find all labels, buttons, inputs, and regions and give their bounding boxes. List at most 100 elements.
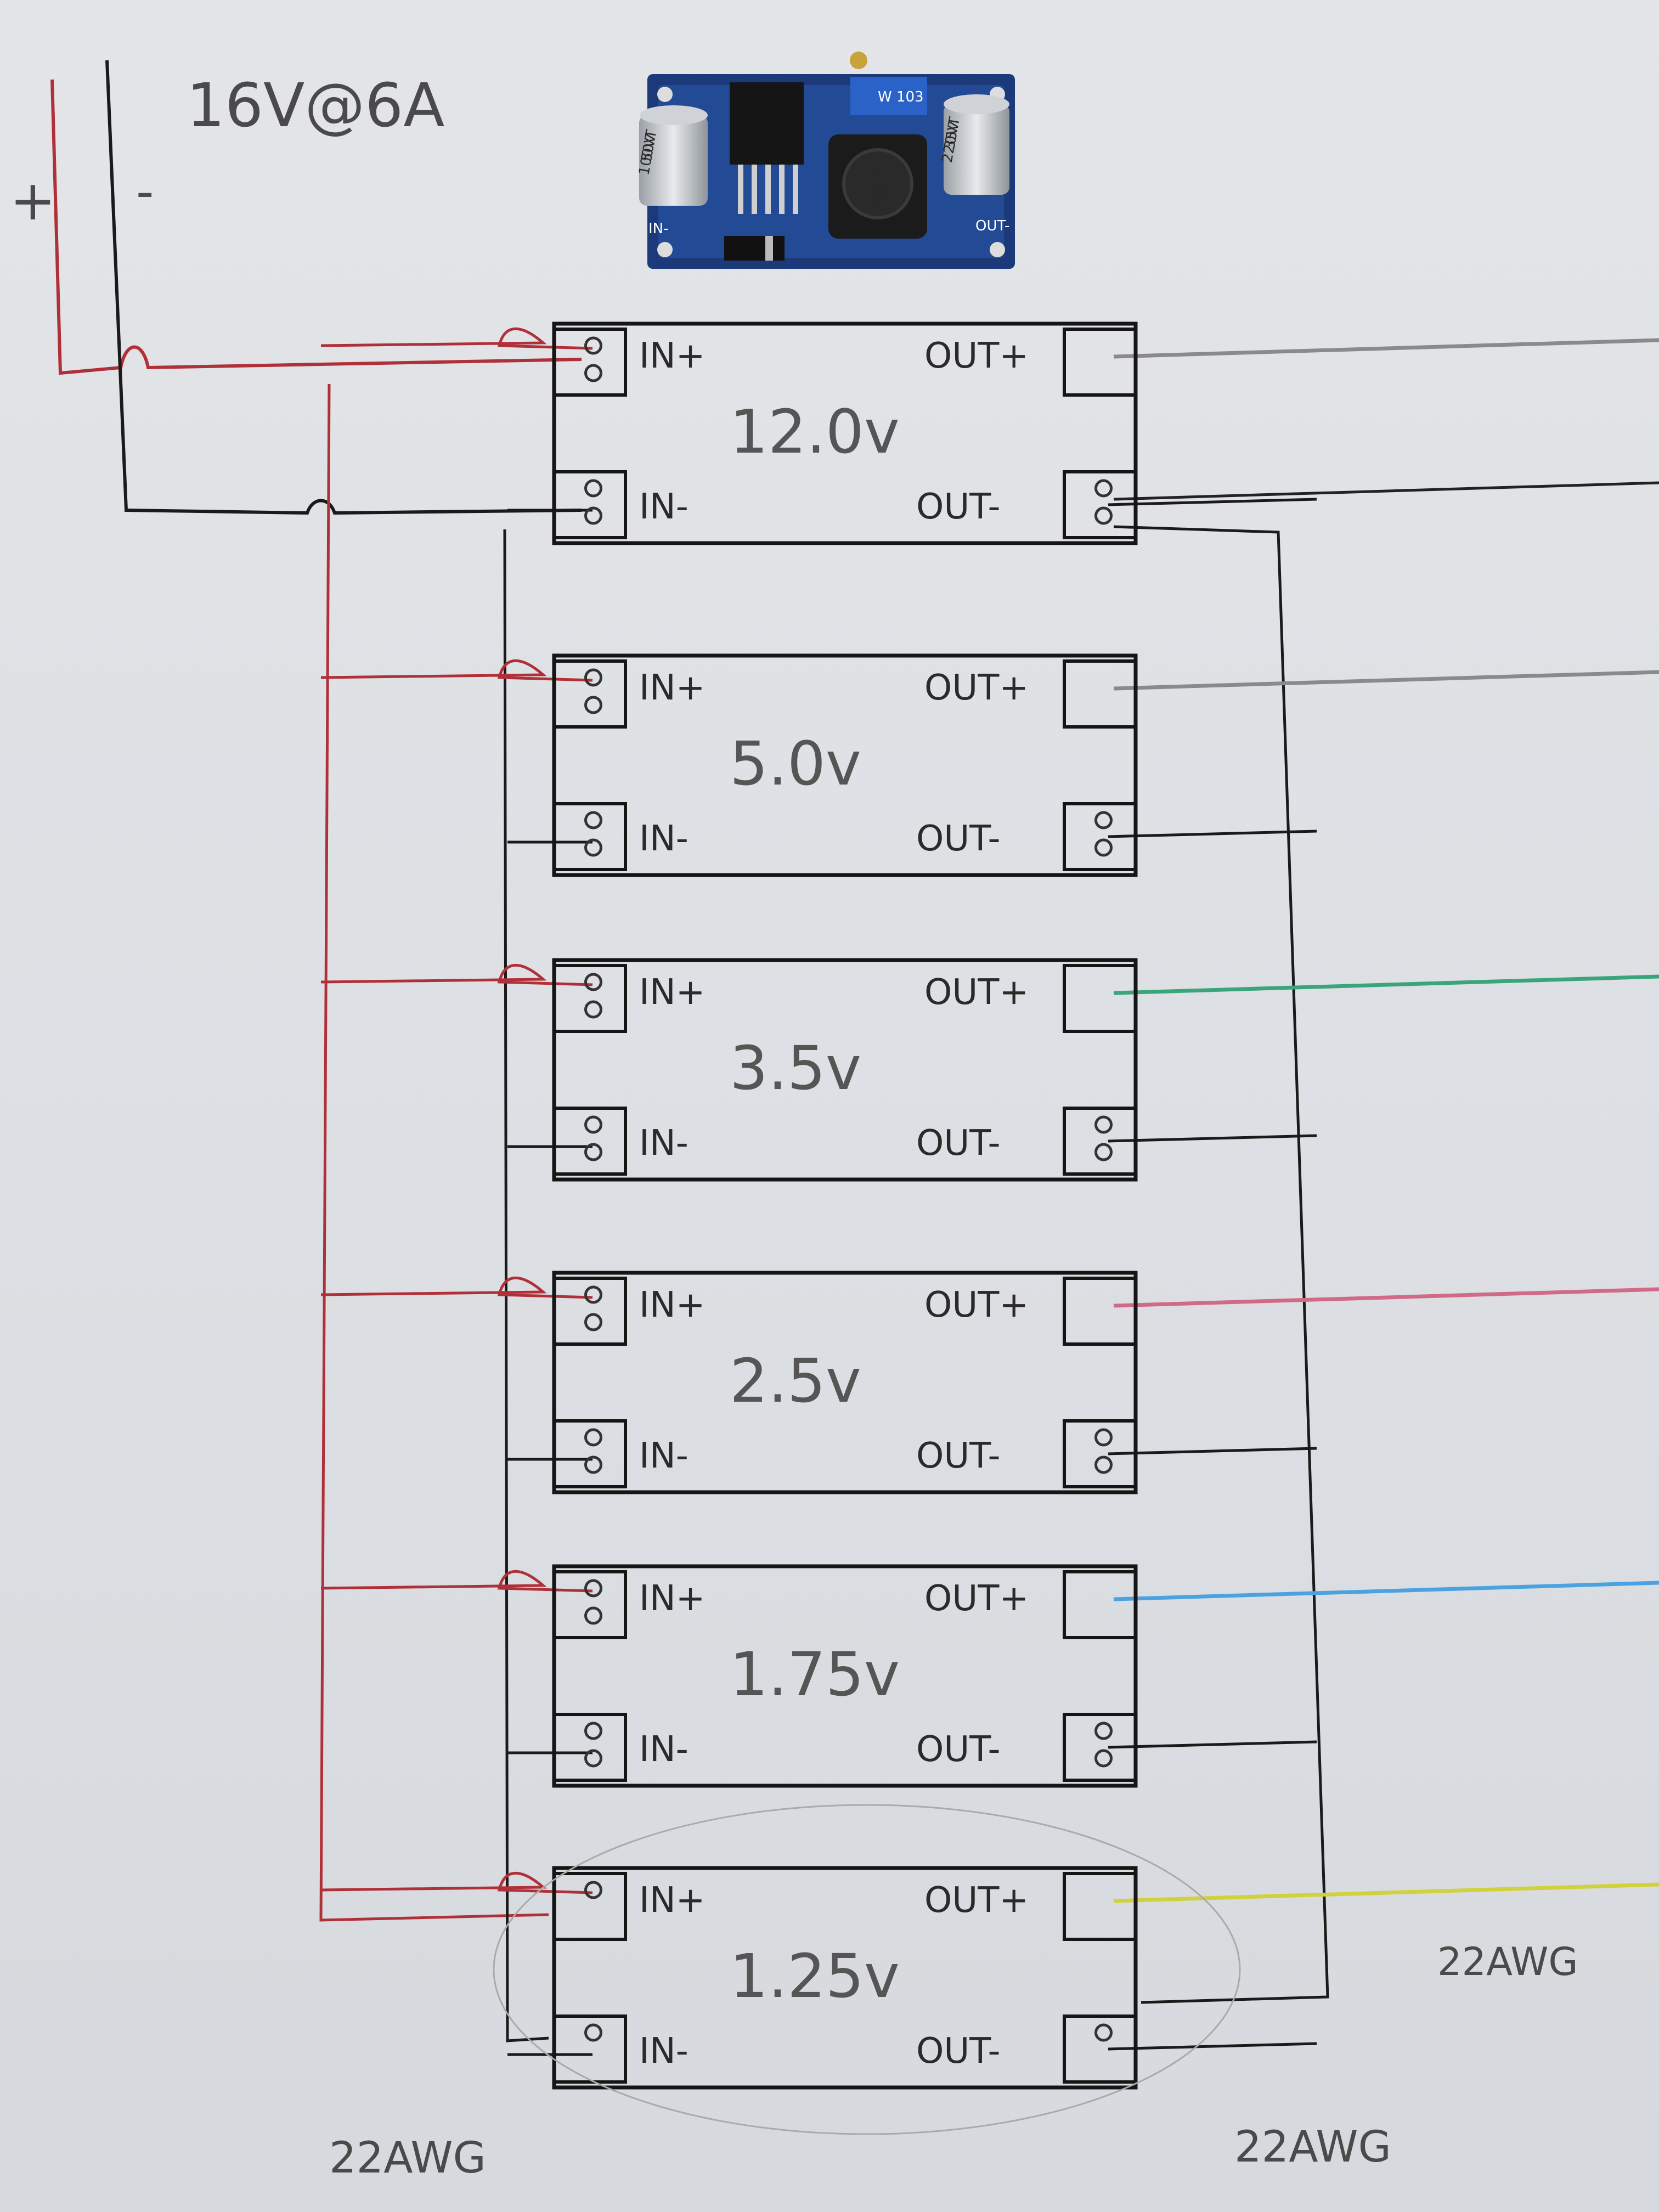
screw-hole	[584, 668, 602, 687]
in-minus-terminal	[552, 2015, 627, 2084]
pcb-out-minus: OUT-	[975, 218, 1009, 234]
out-minus-wire	[1108, 1134, 1317, 1143]
converter-module: IN+IN-OUT+OUT-2.5v	[552, 1271, 1138, 1494]
screw-hole	[584, 973, 602, 991]
out-minus-label: OUT-	[916, 1436, 1001, 1476]
converter-module: IN+IN-OUT+OUT-5.0v	[552, 653, 1138, 877]
module-outline	[552, 1866, 1138, 2090]
in-plus-terminal	[552, 1872, 627, 1941]
out-plus-terminal	[1063, 964, 1137, 1033]
screw-hole	[584, 1606, 602, 1625]
screw-hole	[1094, 1749, 1113, 1768]
screw-hole	[1094, 838, 1113, 857]
ground-output-wire	[1113, 481, 1659, 501]
positive-feed-wire	[320, 327, 593, 350]
screw-hole	[1094, 1115, 1113, 1134]
screw-hole	[1094, 479, 1113, 498]
screw-hole	[584, 1749, 602, 1768]
in-plus-terminal	[552, 1570, 627, 1639]
screw-hole	[1094, 1722, 1113, 1740]
buck-converter-pcb: 100 50V VT W 103 470 220 35V VT IN- OUT-	[636, 52, 1015, 269]
module-voltage: 12.0v	[730, 397, 900, 467]
screw-hole	[584, 1313, 602, 1331]
screw-hole	[584, 364, 602, 382]
in-plus-terminal	[552, 659, 627, 729]
in-minus-terminal	[552, 1419, 627, 1488]
module-outline	[552, 653, 1138, 877]
out-minus-wire	[1108, 830, 1317, 838]
output-wire	[1113, 1581, 1659, 1601]
module-voltage: 5.0v	[730, 729, 861, 799]
pencil-circle	[493, 1804, 1241, 2135]
module-outline	[552, 321, 1138, 545]
screw-hole	[584, 1428, 602, 1447]
in-minus-label: IN-	[639, 819, 689, 859]
screw-hole	[1094, 506, 1113, 525]
in-minus-terminal	[552, 1713, 627, 1782]
screw-hole	[584, 1881, 602, 1899]
screw-hole	[584, 1115, 602, 1134]
in-plus-terminal	[552, 964, 627, 1033]
out-plus-terminal	[1063, 1570, 1137, 1639]
screw-hole	[584, 506, 602, 525]
positive-feed-wire	[320, 1276, 593, 1299]
module-voltage: 3.5v	[730, 1033, 861, 1103]
screw-hole	[1094, 1143, 1113, 1161]
out-plus-label: OUT+	[924, 668, 1029, 708]
screw-hole	[584, 1455, 602, 1474]
converter-module: IN+IN-OUT+OUT-1.75v	[552, 1564, 1138, 1788]
in-minus-label: IN-	[639, 1123, 689, 1164]
out-minus-terminal	[1063, 802, 1137, 871]
out-plus-label: OUT+	[924, 972, 1029, 1013]
out-plus-label: OUT+	[924, 336, 1029, 376]
module-voltage: 2.5v	[730, 1346, 861, 1416]
cap-right-series: VT	[944, 116, 963, 137]
out-plus-terminal	[1063, 328, 1137, 397]
in-minus-terminal	[552, 1107, 627, 1176]
out-plus-label: OUT+	[924, 1578, 1029, 1619]
out-plus-label: OUT+	[924, 1285, 1029, 1325]
out-minus-terminal	[1063, 1107, 1137, 1176]
out-minus-label: OUT-	[916, 1729, 1001, 1770]
in-minus-terminal	[552, 470, 627, 539]
in-minus-label: IN-	[639, 487, 689, 527]
screw-hole	[584, 336, 602, 355]
in-plus-label: IN+	[639, 336, 705, 376]
minus-sign: -	[136, 163, 154, 221]
screw-hole	[584, 838, 602, 857]
pcb-in-minus: IN-	[648, 221, 669, 237]
output-wire	[1113, 974, 1659, 995]
converter-module: IN+IN-OUT+OUT-1.25v	[552, 1866, 1138, 2090]
out-minus-wire	[1108, 2042, 1317, 2051]
screw-hole	[584, 1579, 602, 1598]
out-minus-wire	[1108, 1740, 1317, 1749]
output-wire	[1113, 338, 1659, 359]
output-wire	[1113, 670, 1659, 691]
plus-sign: +	[10, 168, 56, 233]
in-plus-label: IN+	[639, 1578, 705, 1619]
converter-module: IN+ IN- OUT+ OUT- 12.0v	[552, 321, 1138, 545]
gauge-note-right: 22AWG	[1437, 1939, 1578, 1984]
out-minus-label: OUT-	[916, 1123, 1001, 1164]
gauge-note-bottom-right: 22AWG	[1234, 2123, 1391, 2172]
screw-hole	[584, 479, 602, 498]
in-plus-terminal	[552, 1277, 627, 1346]
in-minus-label: IN-	[639, 1436, 689, 1476]
screw-hole	[1094, 2023, 1113, 2042]
out-minus-terminal	[1063, 2015, 1137, 2084]
out-minus-label: OUT-	[916, 487, 1001, 527]
positive-bus	[319, 383, 549, 1922]
out-minus-label: OUT-	[916, 2031, 1001, 2072]
out-minus-terminal	[1063, 1419, 1137, 1488]
out-minus-terminal	[1063, 1713, 1137, 1782]
module-outline	[552, 1271, 1138, 1494]
pot-label: W 103	[878, 89, 924, 105]
screw-hole	[584, 1000, 602, 1019]
out-minus-terminal	[1063, 470, 1137, 539]
positive-feed-wire	[320, 1871, 593, 1894]
inductor-label: 470	[867, 167, 891, 207]
wires-layer	[50, 60, 1659, 2056]
gauge-note-left: 22AWG	[329, 2134, 486, 2183]
